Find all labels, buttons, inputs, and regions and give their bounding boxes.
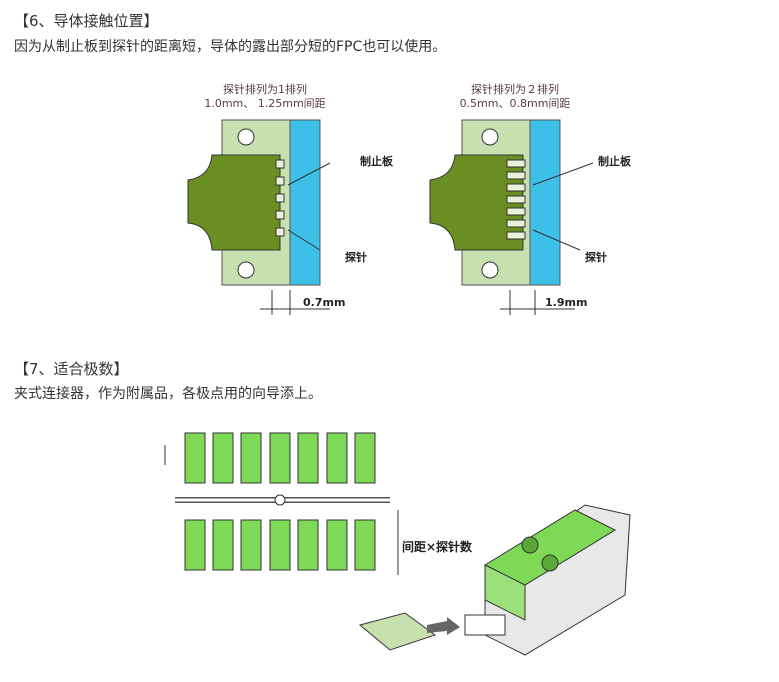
fig2-probe-label: 探针	[585, 251, 607, 264]
fig2-dimension: 1.9mm	[545, 296, 588, 309]
section7-heading: 【7、适合极数】	[14, 360, 129, 378]
section6-text: 因为从制止板到探针的距离短，导体的露出部分短的FPC也可以使用。	[14, 39, 447, 55]
fig1-probe-label: 探针	[345, 251, 367, 264]
guide-strip-diagram	[164, 432, 399, 575]
section6-heading: 【6、导体接触位置】	[14, 12, 159, 30]
clip-connector-3d-diagram	[358, 504, 631, 656]
pitch-label: 间距×探针数	[402, 540, 473, 554]
fig2-diagram	[429, 119, 594, 315]
fig2-stopper-label: 制止板	[598, 155, 631, 168]
fig1-diagram	[187, 119, 331, 315]
fig1-stopper-label: 制止板	[360, 155, 393, 168]
fig1-dimension: 0.7mm	[303, 296, 346, 309]
section7-text: 夹式连接器，作为附属品，各极点用的向导添上。	[14, 386, 322, 402]
